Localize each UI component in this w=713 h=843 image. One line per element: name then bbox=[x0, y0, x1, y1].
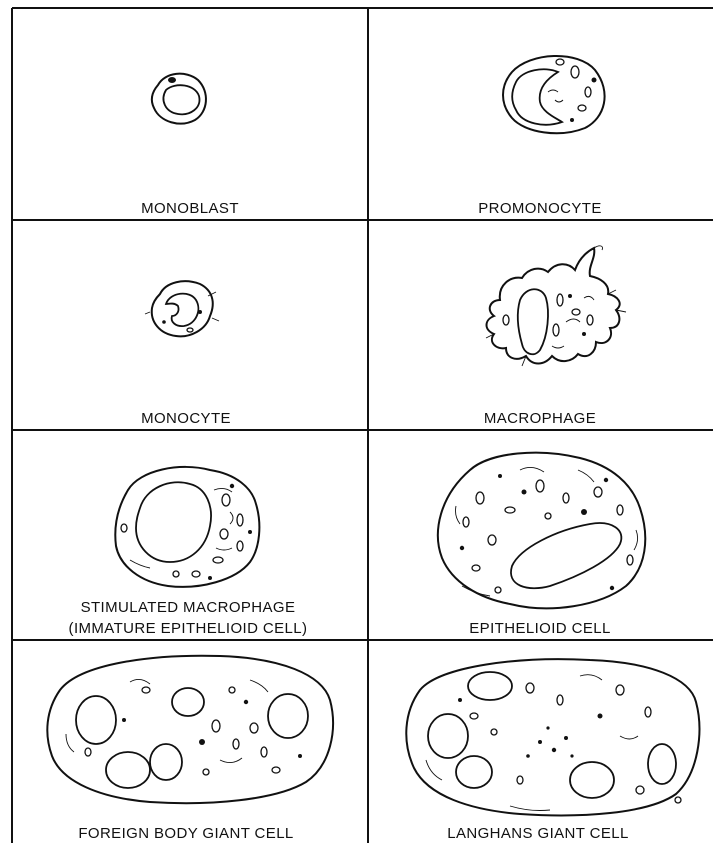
panel-epithelioid: EPITHELIOID CELL bbox=[438, 453, 645, 637]
label-stimulated-macrophage-line2: (IMMATURE EPITHELIOID CELL) bbox=[69, 620, 308, 637]
panel-stimulated-macrophage: STIMULATED MACROPHAGE (IMMATURE EPITHELI… bbox=[69, 467, 308, 637]
label-promonocyte: PROMONOCYTE bbox=[478, 200, 602, 217]
label-monocyte: MONOCYTE bbox=[141, 410, 231, 427]
macrophage-cell bbox=[486, 246, 626, 366]
panel-foreign-body-giant-cell: FOREIGN BODY GIANT CELL bbox=[47, 656, 333, 842]
label-monoblast: MONOBLAST bbox=[141, 200, 239, 217]
label-langhans-giant-cell: LANGHANS GIANT CELL bbox=[447, 825, 629, 842]
label-macrophage: MACROPHAGE bbox=[484, 410, 596, 427]
monoblast-cell bbox=[152, 74, 206, 124]
panel-promonocyte: PROMONOCYTE bbox=[478, 56, 604, 217]
panel-langhans-giant-cell: LANGHANS GIANT CELL bbox=[406, 659, 699, 842]
panel-macrophage: MACROPHAGE bbox=[484, 246, 626, 427]
foreign-body-giant-cell bbox=[47, 656, 333, 803]
label-stimulated-macrophage-line1: STIMULATED MACROPHAGE bbox=[81, 599, 296, 616]
monocyte-cell bbox=[145, 281, 219, 336]
label-foreign-body-giant-cell: FOREIGN BODY GIANT CELL bbox=[78, 825, 293, 842]
promonocyte-cell bbox=[503, 56, 605, 133]
stimulated-macrophage-cell bbox=[115, 467, 259, 587]
label-epithelioid: EPITHELIOID CELL bbox=[469, 620, 610, 637]
panel-monocyte: MONOCYTE bbox=[141, 281, 231, 427]
panel-monoblast: MONOBLAST bbox=[141, 74, 239, 217]
langhans-giant-cell bbox=[406, 659, 699, 815]
epithelioid-cell bbox=[438, 453, 645, 609]
